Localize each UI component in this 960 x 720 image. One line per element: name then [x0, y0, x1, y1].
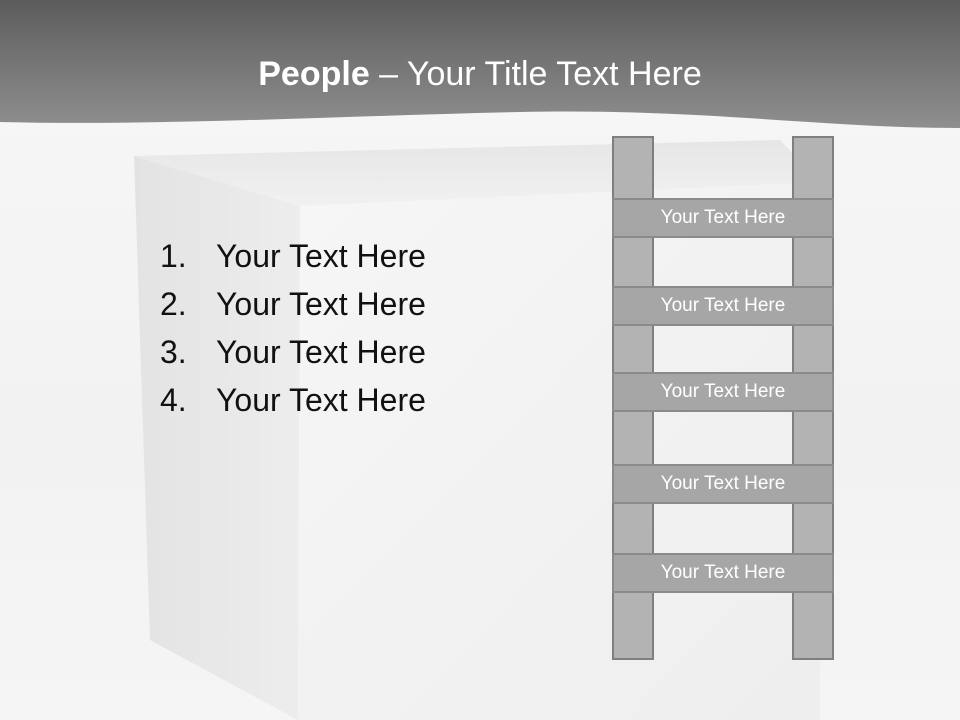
- list-item: 4. Your Text Here: [160, 376, 426, 424]
- cube-left-face: [134, 156, 300, 720]
- list-item-text: Your Text Here: [216, 334, 426, 370]
- ladder-diagram: Your Text Here Your Text Here Your Text …: [612, 136, 834, 660]
- list-item-number: 1.: [160, 238, 187, 274]
- ladder-rung-3: Your Text Here: [612, 372, 834, 412]
- list-item-text: Your Text Here: [216, 238, 426, 274]
- list-item-number: 4.: [160, 382, 187, 418]
- title-rest-text: – Your Title Text Here: [369, 55, 702, 93]
- ladder-rung-1: Your Text Here: [612, 198, 834, 238]
- list-item-number: 2.: [160, 286, 187, 322]
- ladder-rung-2: Your Text Here: [612, 286, 834, 326]
- header-band: [0, 0, 960, 128]
- ladder-rung-5: Your Text Here: [612, 553, 834, 593]
- list-item: 1. Your Text Here: [160, 232, 426, 280]
- numbered-list: 1. Your Text Here 2. Your Text Here 3. Y…: [160, 232, 426, 424]
- list-item: 2. Your Text Here: [160, 280, 426, 328]
- ladder-rung-4: Your Text Here: [612, 464, 834, 504]
- list-item-text: Your Text Here: [216, 286, 426, 322]
- list-item-text: Your Text Here: [216, 382, 426, 418]
- list-item: 3. Your Text Here: [160, 328, 426, 376]
- title-bold-text: People: [258, 55, 370, 93]
- list-item-number: 3.: [160, 334, 187, 370]
- slide-title: People – Your Title Text Here: [0, 52, 960, 96]
